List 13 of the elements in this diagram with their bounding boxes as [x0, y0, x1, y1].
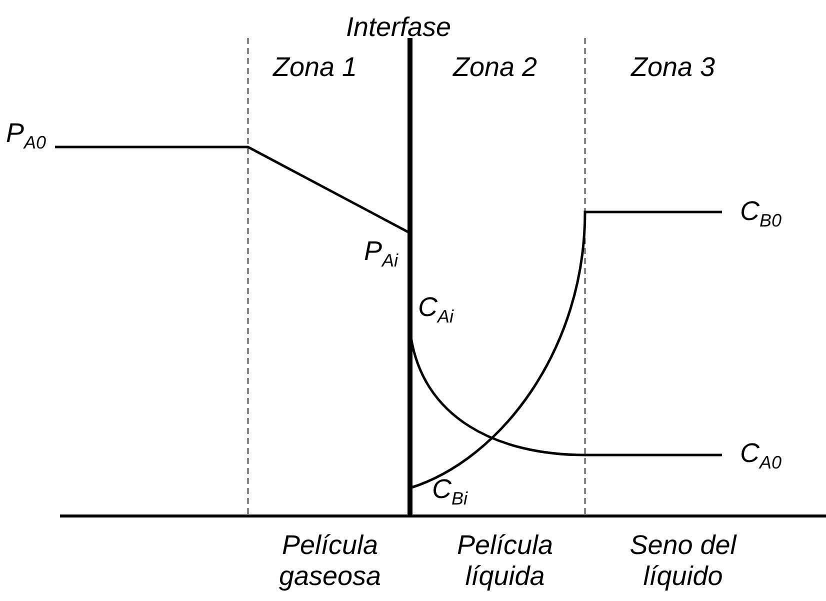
interface-label: Interfase [346, 12, 452, 43]
concentration-label: C$_{Ai}$ [418, 292, 454, 328]
zone-description: Película gaseosa [278, 530, 382, 592]
zone-label: Zona 2 [453, 52, 538, 83]
pressure-label: P$_{A0}$ [6, 118, 46, 154]
pressure-label: P$_{Ai}$ [364, 236, 398, 272]
concentration-label: C$_{B0}$ [740, 196, 782, 232]
zone-label: Zona 1 [273, 52, 358, 83]
zone-label: Zona 3 [631, 52, 716, 83]
concentration-label: C$_{Bi}$ [432, 474, 468, 510]
zone-description: Película líquida [456, 530, 554, 592]
concentration-label: C$_{A0}$ [740, 438, 782, 474]
zone-description: Seno del líquido [628, 530, 738, 592]
